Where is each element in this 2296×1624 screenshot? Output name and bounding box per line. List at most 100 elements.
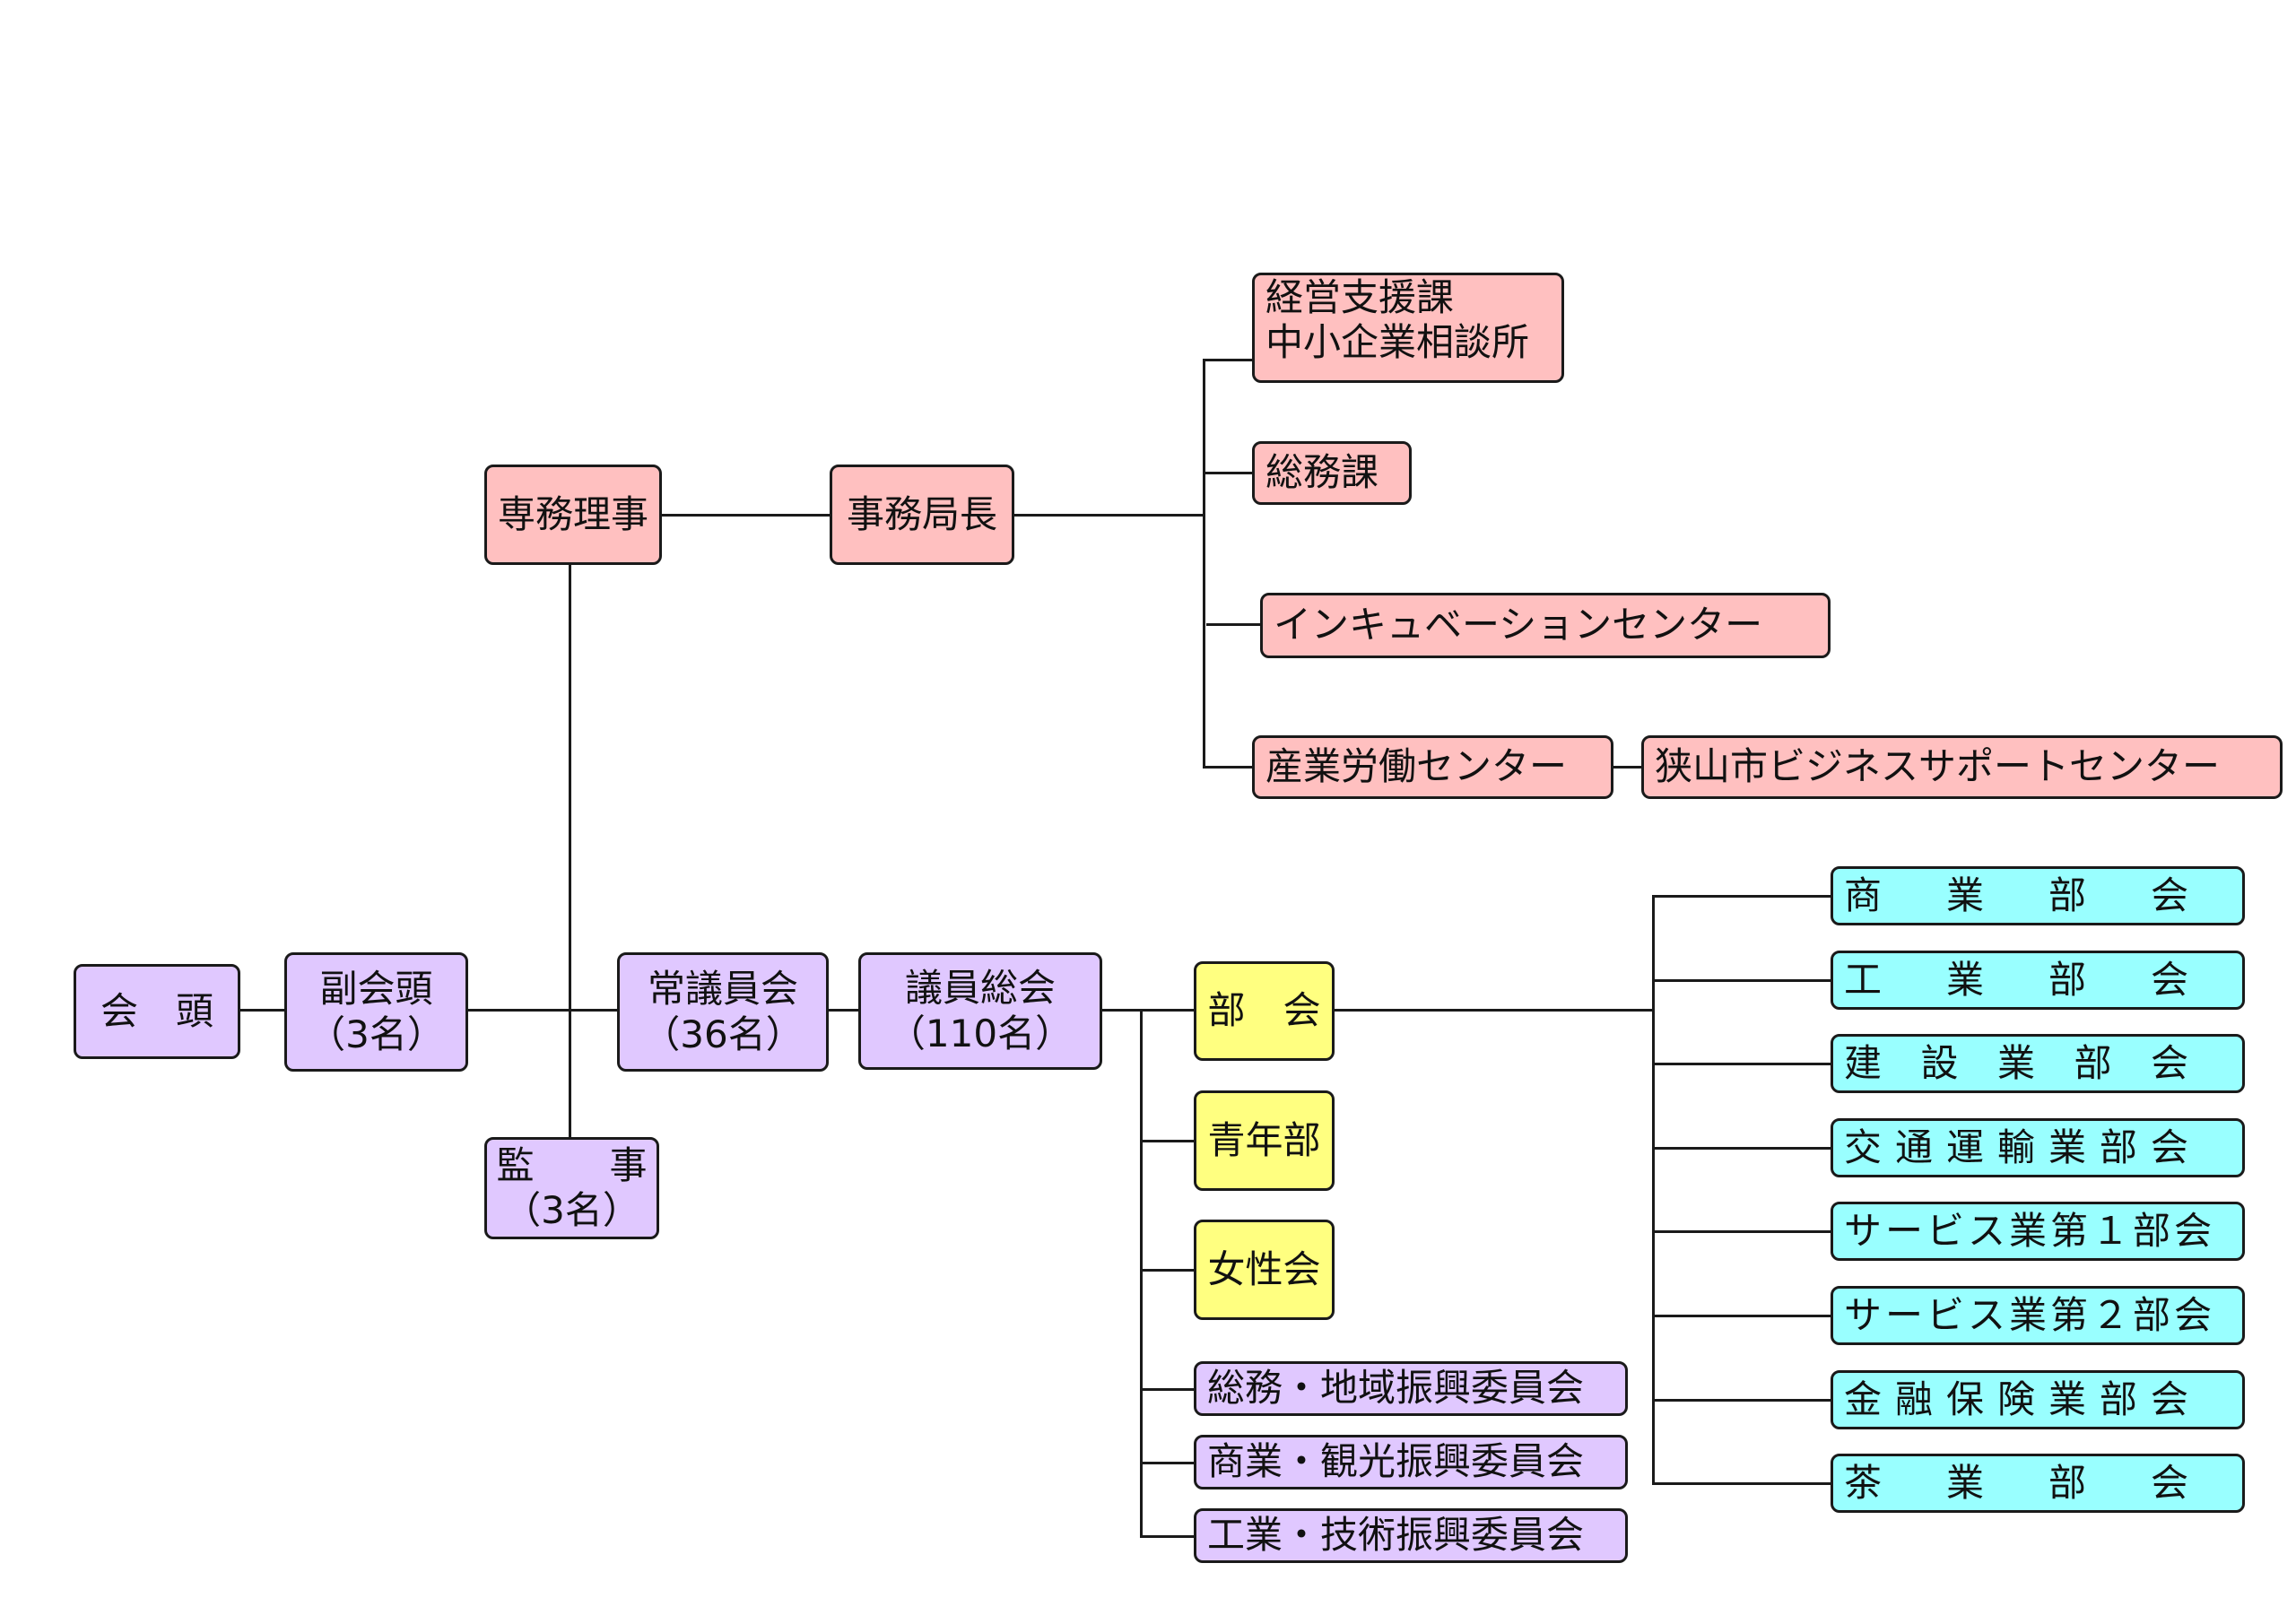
connector-assembly-sections — [1102, 1009, 1195, 1012]
section-char: 険 — [1996, 1376, 2035, 1421]
section-label: サービス業第２部会 — [1844, 1292, 2216, 1337]
general-affairs-box[interactable]: 総務課 — [1252, 441, 1412, 505]
section-char: 保 — [1945, 1376, 1984, 1421]
section-char: 会 — [2150, 1040, 2188, 1085]
vice-chairman-title: 副会頭 — [319, 967, 433, 1012]
general-assembly-box[interactable]: 議員総会 （110名） — [858, 952, 1102, 1070]
standing-council-title: 常議員会 — [647, 967, 798, 1012]
auditor-count: （3名） — [503, 1188, 640, 1232]
industry-labor-center-label: 産業労働センター — [1265, 744, 1568, 789]
section-char: 業 — [1945, 957, 1984, 1002]
connector-committee-3 — [1140, 1535, 1194, 1538]
section-char: 業 — [2048, 1376, 2086, 1421]
connector-committee-1 — [1140, 1388, 1194, 1391]
section-char: 工 — [1844, 957, 1883, 1002]
section-char: 茶 — [1844, 1460, 1883, 1505]
connector-section — [1652, 895, 1831, 898]
incubation-center-box[interactable]: インキュベーションセンター — [1260, 593, 1831, 658]
youth-group-label: 青年部 — [1207, 1117, 1321, 1162]
secretary-general-label: 事務局長 — [846, 491, 997, 536]
section-char: 融 — [1894, 1376, 1933, 1421]
committee-label: 工業・技術振興委員会 — [1207, 1513, 1585, 1558]
connector-industry-labor — [1203, 766, 1253, 769]
connector-chairman-vice — [240, 1009, 285, 1012]
incubation-center-label: インキュベーションセンター — [1274, 603, 1763, 647]
connector-vice-standing — [468, 1009, 617, 1012]
business-support-center-box[interactable]: 狭山市ビジネスサポートセンター — [1641, 735, 2283, 799]
section-char: 輸 — [1996, 1125, 2035, 1169]
committee-box[interactable]: 総務・地域振興委員会 — [1194, 1361, 1628, 1416]
section-char: 金 — [1844, 1376, 1883, 1421]
connector-secgen-bus — [1014, 514, 1205, 517]
connector-section — [1652, 1482, 1831, 1485]
section-char: 会 — [2150, 957, 2188, 1002]
women-group-box[interactable]: 女性会 — [1194, 1220, 1335, 1320]
women-group-label: 女性会 — [1207, 1246, 1321, 1291]
general-assembly-title: 議員総会 — [904, 966, 1056, 1011]
connector-section — [1652, 1147, 1831, 1150]
connector-executive-secgen — [662, 514, 830, 517]
standing-council-count: （36名） — [642, 1012, 804, 1056]
executive-director-label: 専務理事 — [497, 491, 648, 536]
section-box[interactable]: 工業部会 — [1831, 951, 2245, 1010]
connector-standing-assembly — [829, 1009, 859, 1012]
section-char: 通 — [1894, 1125, 1933, 1169]
section-char: 業 — [1945, 873, 1984, 917]
committee-box[interactable]: 工業・技術振興委員会 — [1194, 1508, 1628, 1563]
chairman-label: 会 頭 — [100, 988, 213, 1033]
section-box[interactable]: 建設業部会 — [1831, 1034, 2245, 1093]
youth-group-box[interactable]: 青年部 — [1194, 1090, 1335, 1191]
vice-chairman-count: （3名） — [308, 1012, 445, 1056]
connector-incubation — [1206, 623, 1261, 626]
section-box[interactable]: サービス業第１部会 — [1831, 1202, 2245, 1261]
management-support-label: 経営支援課 — [1265, 275, 1455, 319]
sections-group-label: 部 会 — [1207, 988, 1321, 1033]
section-char: 会 — [2150, 1376, 2188, 1421]
section-char: 部 — [2048, 873, 2086, 917]
vice-chairman-box[interactable]: 副会頭 （3名） — [284, 952, 468, 1072]
section-char: 部 — [2048, 1460, 2086, 1505]
section-box[interactable]: サービス業第２部会 — [1831, 1286, 2245, 1345]
auditor-title: 監 事 — [496, 1142, 648, 1187]
connector-section — [1652, 1399, 1831, 1402]
general-affairs-label: 総務課 — [1265, 450, 1379, 495]
connector-women — [1140, 1269, 1194, 1272]
section-char: 業 — [1996, 1040, 2035, 1085]
connector-general-affairs — [1203, 472, 1253, 474]
committee-box[interactable]: 商業・観光振興委員会 — [1194, 1435, 1628, 1489]
section-char: 部 — [2099, 1125, 2137, 1169]
secretary-general-box[interactable]: 事務局長 — [830, 465, 1014, 565]
business-support-center-label: 狭山市ビジネスサポートセンター — [1655, 744, 2221, 789]
section-box[interactable]: 商業部会 — [1831, 866, 2245, 925]
section-box[interactable]: 交通運輸業部会 — [1831, 1118, 2245, 1177]
section-char: 会 — [2150, 1125, 2188, 1169]
section-char: 部 — [2099, 1376, 2137, 1421]
assembly-bus — [1140, 1009, 1143, 1537]
standing-council-box[interactable]: 常議員会 （36名） — [617, 952, 829, 1072]
chairman-box[interactable]: 会 頭 — [74, 964, 240, 1059]
auditor-box[interactable]: 監 事 （3名） — [484, 1137, 659, 1239]
section-char: 建 — [1844, 1040, 1883, 1085]
section-char: 設 — [1920, 1040, 1959, 1085]
connector-section — [1652, 1063, 1831, 1065]
connector-section — [1652, 1230, 1831, 1233]
secretariat-bus — [1203, 359, 1205, 768]
management-support-box[interactable]: 経営支援課 中小企業相談所 — [1252, 273, 1564, 383]
sme-consultation-label: 中小企業相談所 — [1265, 320, 1530, 365]
industry-labor-center-box[interactable]: 産業労働センター — [1252, 735, 1613, 799]
section-label: サービス業第１部会 — [1844, 1208, 2216, 1253]
connector-section — [1652, 1315, 1831, 1317]
sections-group-box[interactable]: 部 会 — [1194, 961, 1335, 1061]
committee-label: 商業・観光振興委員会 — [1207, 1439, 1585, 1484]
section-box[interactable]: 茶業部会 — [1831, 1454, 2245, 1513]
executive-director-box[interactable]: 専務理事 — [484, 465, 662, 565]
section-char: 部 — [2048, 957, 2086, 1002]
section-char: 業 — [1945, 1460, 1984, 1505]
sections-bus — [1652, 896, 1655, 1485]
section-char: 会 — [2150, 1460, 2188, 1505]
general-assembly-count: （110名） — [887, 1011, 1074, 1055]
section-char: 商 — [1844, 873, 1883, 917]
section-box[interactable]: 金融保険業部会 — [1831, 1370, 2245, 1429]
section-char: 部 — [2074, 1040, 2112, 1085]
